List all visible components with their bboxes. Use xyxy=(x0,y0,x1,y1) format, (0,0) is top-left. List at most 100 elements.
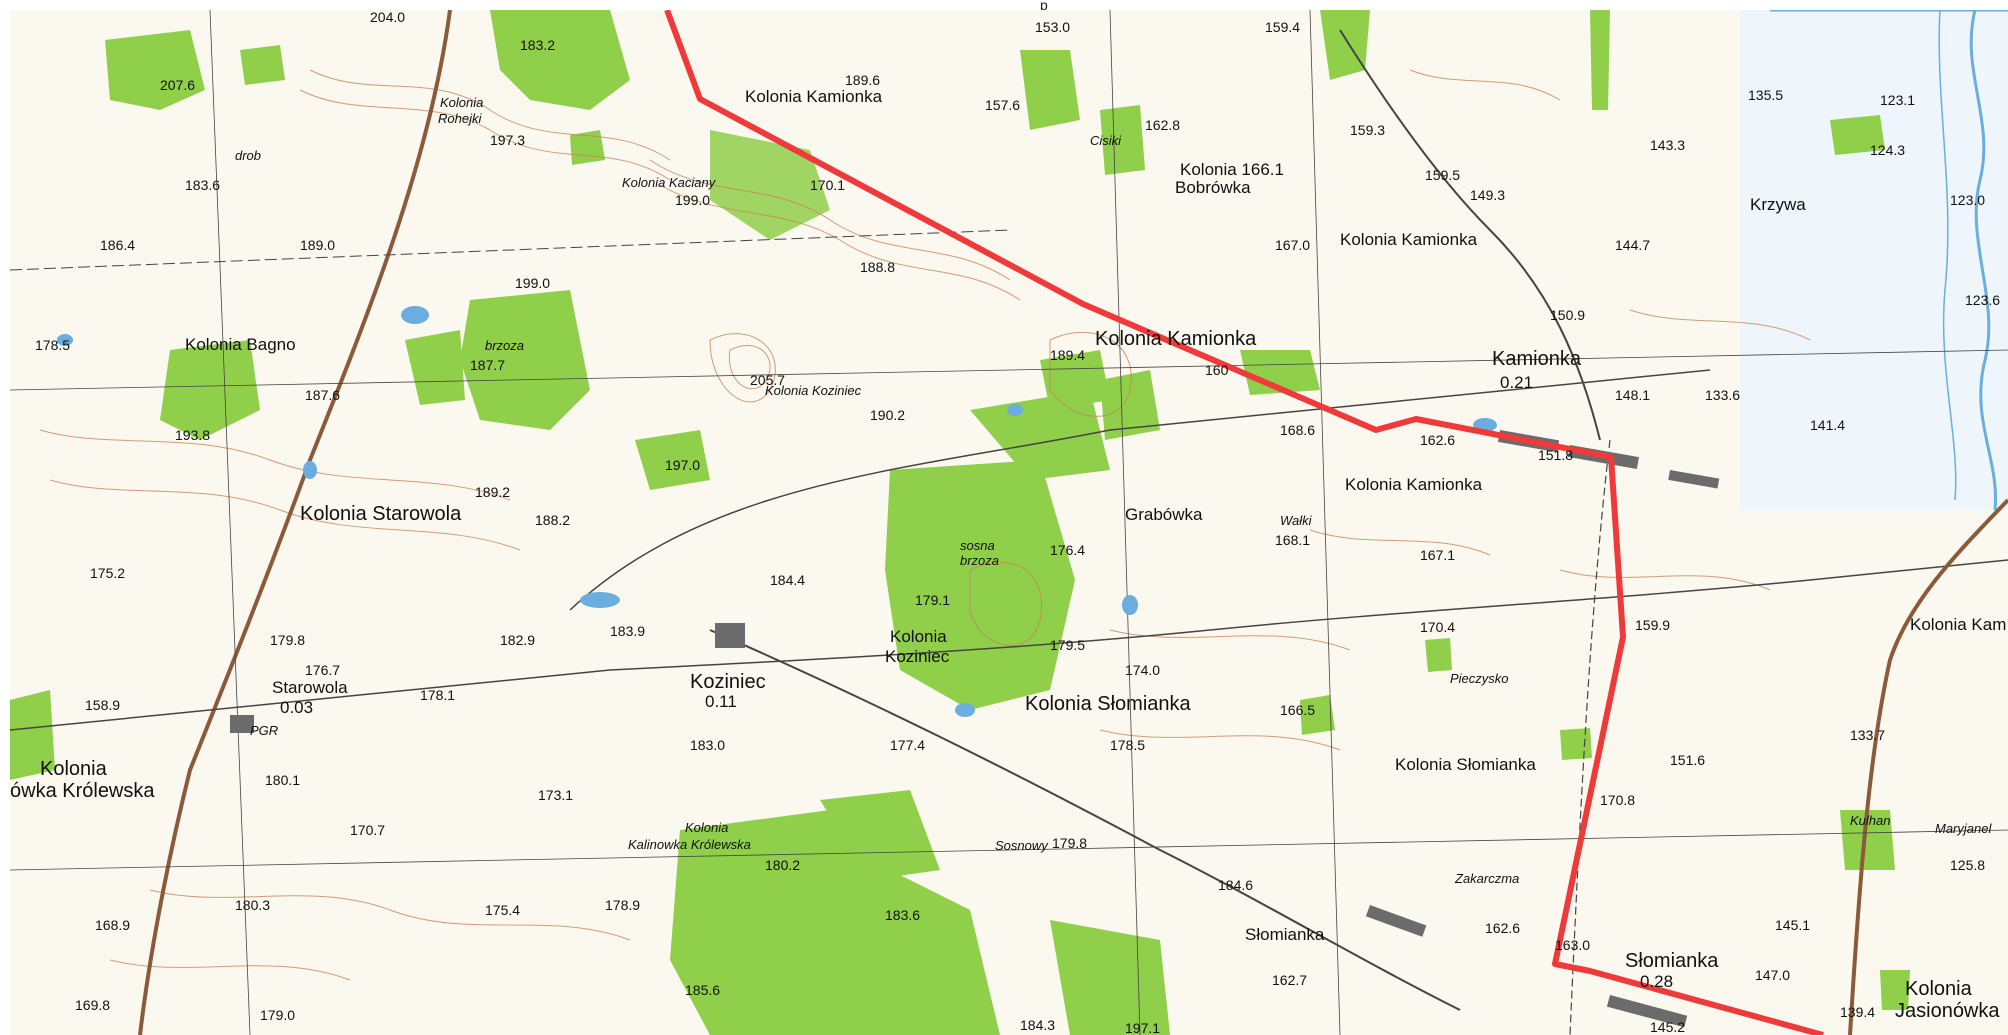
elevation-e17: 183.6 xyxy=(185,177,220,193)
elevation-e88: 184.3 xyxy=(1020,1017,1055,1033)
place-maryjanel: Maryjanel xyxy=(1935,821,1992,836)
elevation-e6: 189.6 xyxy=(845,72,880,88)
elevation-e35: 148.1 xyxy=(1615,387,1650,403)
forest-patches xyxy=(10,10,1910,1035)
place-krzywa: Krzywa xyxy=(1750,195,1806,214)
place-kolonia-kalinowka: Kolonia xyxy=(685,820,728,835)
map-canvas[interactable]: Kolonia Kamionka Kolonia Kamionka Koloni… xyxy=(10,10,2008,1035)
annotation-sosnowy: Sosnowy xyxy=(995,838,1049,853)
place-kolonia-kamionka-top: Kolonia Kamionka xyxy=(745,87,883,106)
elevation-e69: 173.1 xyxy=(538,787,573,803)
elevation-e55: 170.4 xyxy=(1420,619,1455,635)
elevation-e84: 147.0 xyxy=(1755,967,1790,983)
place-kolonia-bagno: Kolonia Bagno xyxy=(185,335,296,354)
place-jasionowka: Jasionówka xyxy=(1895,1000,2000,1022)
elevation-e18: 197.3 xyxy=(490,132,525,148)
elevation-e50: 167.1 xyxy=(1420,547,1455,563)
place-koziniec: Koziniec xyxy=(690,671,766,693)
annotation-kulhan: Kulhan xyxy=(1850,813,1890,828)
annotation-walki: Wałki xyxy=(1280,513,1313,528)
elevation-e60: 158.9 xyxy=(85,697,120,713)
elevation-e86: 179.0 xyxy=(260,1007,295,1023)
elevation-e58: 179.5 xyxy=(1050,637,1085,653)
elevation-e57: 176.7 xyxy=(305,662,340,678)
place-kamionka: Kamionka xyxy=(1492,348,1582,370)
elevation-e70: 170.8 xyxy=(1600,792,1635,808)
elevation-e10: 159.5 xyxy=(1425,167,1460,183)
elevation-e63: 166.5 xyxy=(1280,702,1315,718)
elevation-e33: 189.4 xyxy=(1050,347,1085,363)
elevation-e47: 175.2 xyxy=(90,565,125,581)
elevation-e89: 197.1 xyxy=(1125,1020,1160,1035)
elevation-e66: 151.6 xyxy=(1670,752,1705,768)
elevation-e67: 133.7 xyxy=(1850,727,1885,743)
elevation-e83: 163.0 xyxy=(1555,937,1590,953)
elevation-e9: 159.3 xyxy=(1350,122,1385,138)
elevation-e29: 178.5 xyxy=(35,337,70,353)
elevation-e30: 187.7 xyxy=(470,357,505,373)
elevation-e78: 178.9 xyxy=(605,897,640,913)
elevation-e62: 183.0 xyxy=(690,737,725,753)
elevation-e85: 169.8 xyxy=(75,997,110,1013)
wetland-area xyxy=(1740,10,2008,511)
elevation-e54: 179.8 xyxy=(270,632,305,648)
elevation-e14: 123.1 xyxy=(1880,92,1915,108)
elevation-e32: 205.7 xyxy=(750,372,785,388)
place-bobrowka: Bobrówka xyxy=(1175,178,1251,197)
elevation-e91: 139.4 xyxy=(1840,1004,1875,1020)
elevation-e19: 186.4 xyxy=(100,237,135,253)
elevation-e25: 123.6 xyxy=(1965,292,2000,308)
elevation-e5: 159.4 xyxy=(1265,19,1300,35)
elevation-e43: 197.0 xyxy=(665,457,700,473)
annotation-sosna: sosna xyxy=(960,538,995,553)
misc-annotations: brzoza brzoza Wałki Pieczysko Kulhan Sos… xyxy=(235,133,1890,853)
place-kolonia-kam-far: Kolonia Kam xyxy=(1910,615,2006,634)
elevation-e22: 199.0 xyxy=(675,192,710,208)
annotation-cisiki: Cisiki xyxy=(1090,133,1122,148)
annotation-pieczysko: Pieczysko xyxy=(1450,671,1509,686)
contour-lines xyxy=(39,69,1811,981)
annotation-brzoza-1: brzoza xyxy=(485,338,524,353)
place-kolonia-kamionka-right: Kolonia Kamionka xyxy=(1340,230,1478,249)
elevation-e24: 144.7 xyxy=(1615,237,1650,253)
elevation-e71: 170.7 xyxy=(350,822,385,838)
elevation-e65: 178.5 xyxy=(1110,737,1145,753)
elevation-e2: 183.2 xyxy=(520,37,555,53)
elevation-e15: 124.3 xyxy=(1870,142,1905,158)
elevation-e61: 178.1 xyxy=(420,687,455,703)
place-slomianka-w: Słomianka xyxy=(1245,925,1325,944)
elevation-e12: 143.3 xyxy=(1650,137,1685,153)
place-kolonia-starowola: Kolonia Starowola xyxy=(300,503,462,525)
route-line[interactable] xyxy=(664,10,1824,1035)
elevation-e31: 187.6 xyxy=(305,387,340,403)
elevation-e8: 162.8 xyxy=(1145,117,1180,133)
elevation-e64: 177.4 xyxy=(890,737,925,753)
elevation-e23: 167.0 xyxy=(1275,237,1310,253)
place-kolonia-slomianka-2: Kolonia Słomianka xyxy=(1395,755,1536,774)
place-kolonia-bobrowka: Kolonia 166.1 xyxy=(1180,160,1284,179)
road-network xyxy=(10,10,2008,1035)
elevation-e49: 184.4 xyxy=(770,572,805,588)
elevation-e38: 193.8 xyxy=(175,427,210,443)
annotation-brzoza-2: brzoza xyxy=(960,553,999,568)
place-rohejki: Rohejki xyxy=(438,111,482,126)
place-kolonia-slomianka: Kolonia Słomianka xyxy=(1025,693,1192,715)
place-kolonia-kaciany: Kolonia Kaciany xyxy=(622,175,717,190)
elevation-e75: 168.9 xyxy=(95,917,130,933)
elevation-e39: 190.2 xyxy=(870,407,905,423)
place-slomianka-pop: 0.28 xyxy=(1640,972,1673,991)
place-koziniec-pop: 0.11 xyxy=(705,692,737,711)
elevation-e56: 159.9 xyxy=(1635,617,1670,633)
elevation-e42: 151.8 xyxy=(1538,447,1573,463)
elevation-e13: 135.5 xyxy=(1748,87,1783,103)
elevation-e72: 180.2 xyxy=(765,857,800,873)
place-kalinowka: Kalinowka Królewska xyxy=(628,837,751,852)
elevation-e11: 149.3 xyxy=(1470,187,1505,203)
place-kolonia-kamionka-east: Kolonia Kamionka xyxy=(1345,475,1483,494)
place-kolonia-jasionowka: Kolonia xyxy=(1905,978,1973,1000)
elevation-e37: 141.4 xyxy=(1810,417,1845,433)
elevation-e16: 123.0 xyxy=(1950,192,1985,208)
elevation-e46: 168.1 xyxy=(1275,532,1310,548)
place-labels: Kolonia Kamionka Kolonia Kamionka Koloni… xyxy=(10,87,2006,1022)
